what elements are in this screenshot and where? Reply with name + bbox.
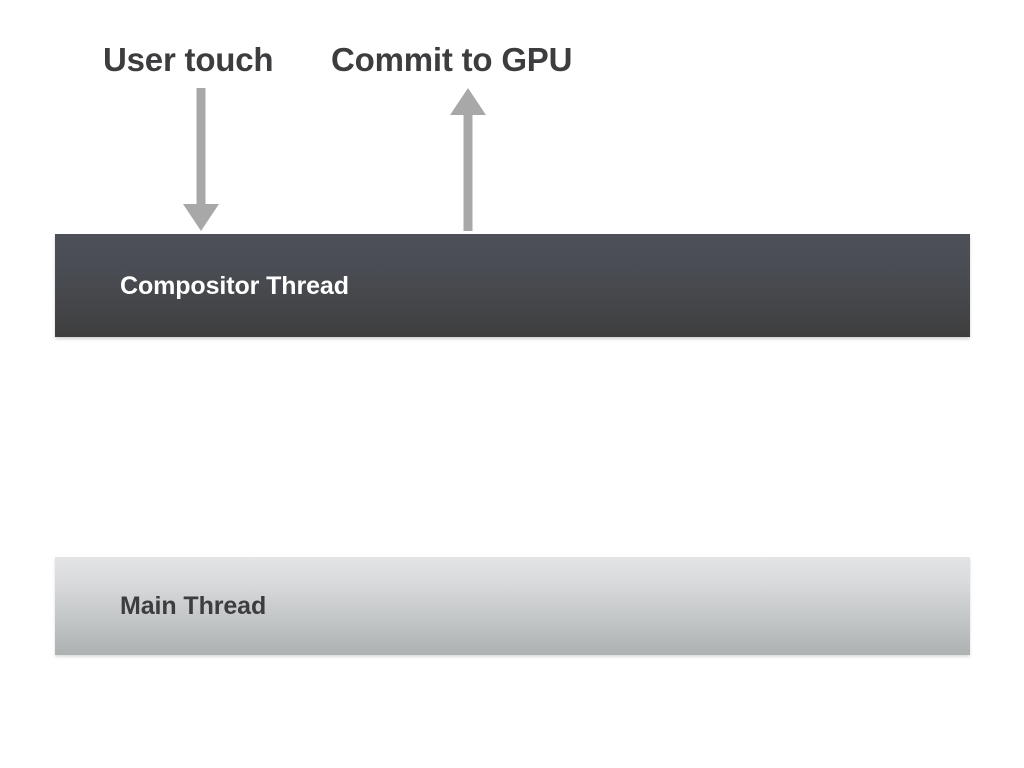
- lane-label-main-thread: Main Thread: [120, 592, 267, 620]
- arrow-up-icon: [450, 88, 486, 231]
- callout-label-user-touch: User touch: [103, 41, 274, 78]
- arrow-down-icon: [183, 88, 219, 231]
- lane-label-compositor-thread: Compositor Thread: [120, 271, 349, 300]
- lane-main-thread: Main Thread: [55, 557, 970, 655]
- callout-label-commit-to-gpu: Commit to GPU: [331, 41, 573, 78]
- lane-compositor-thread: Compositor Thread: [55, 234, 970, 337]
